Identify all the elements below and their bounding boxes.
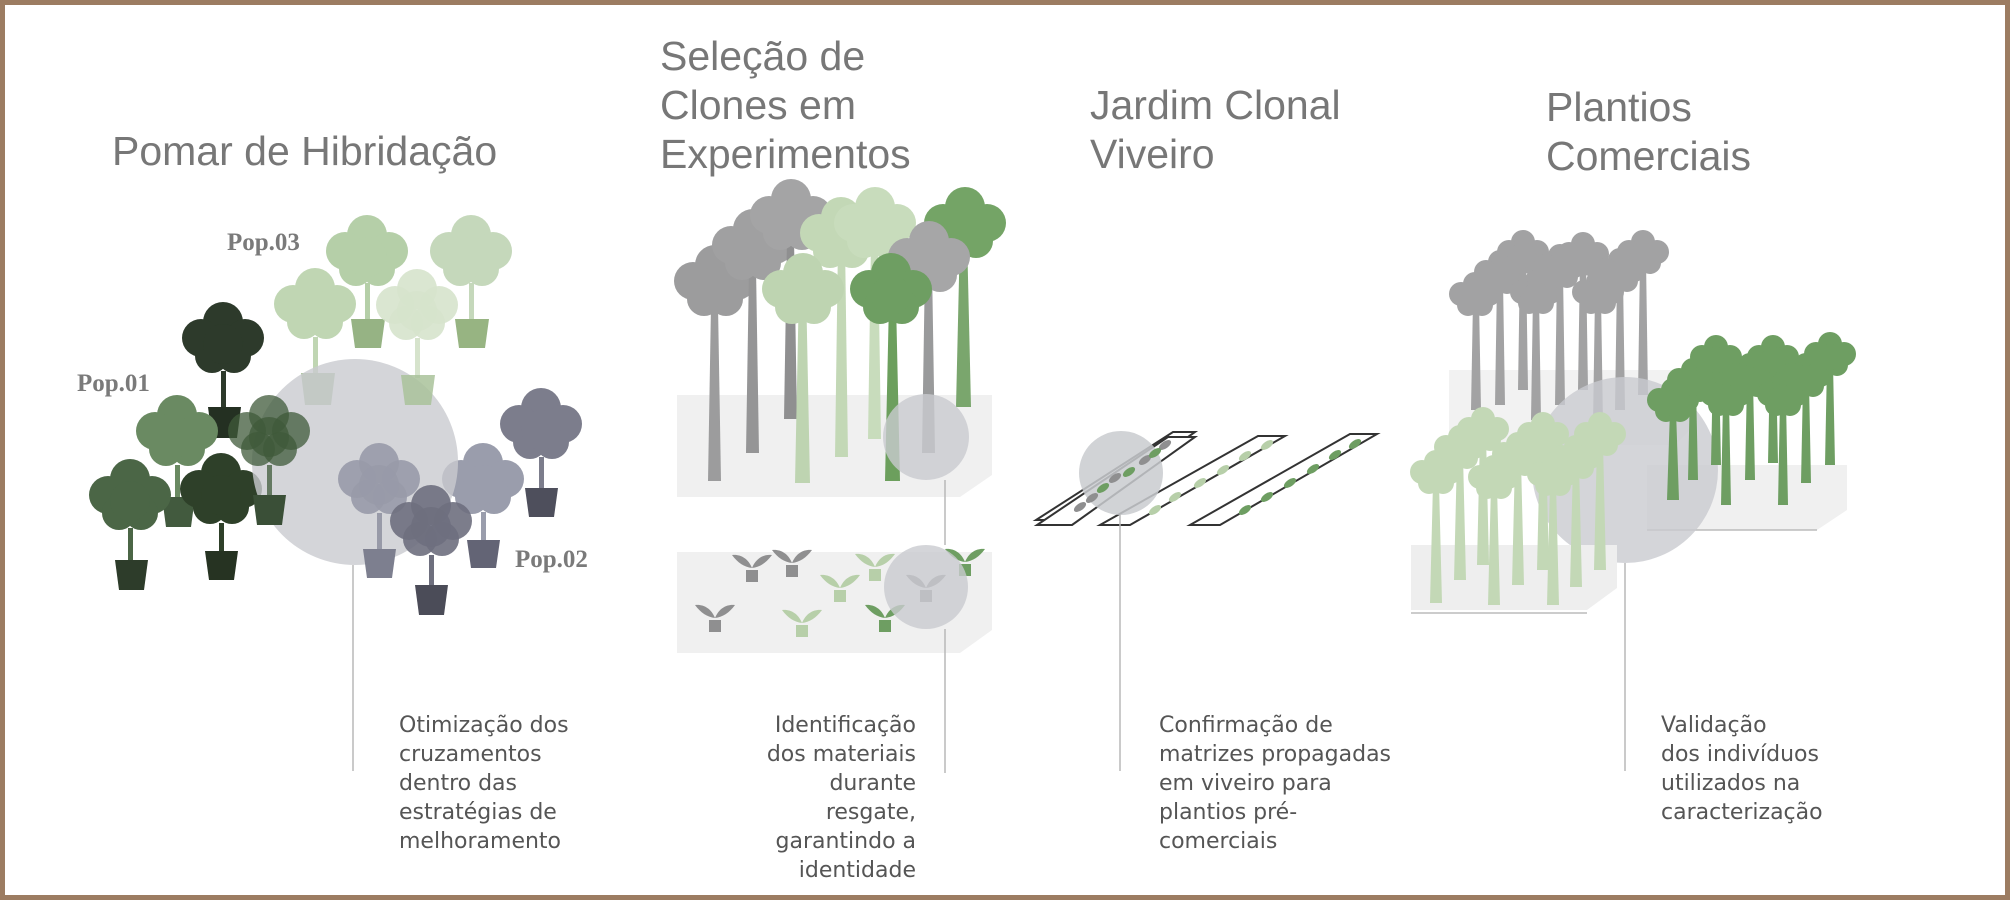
hybridization-orchard-illustration	[89, 215, 582, 771]
potted-tree-icon	[89, 459, 171, 590]
stage-description: Confirmação de matrizes propagadas em vi…	[1159, 711, 1391, 856]
highlight-circle-icon	[1079, 431, 1163, 515]
clonal-garden-illustration	[1032, 431, 1381, 771]
description-line: Confirmação de	[1159, 713, 1333, 738]
title-line: Experimentos	[660, 131, 911, 177]
tall-tree-icon	[1510, 270, 1562, 420]
stage-description: Identificação dos materiais durante resg…	[767, 711, 916, 885]
title-line: Pomar de Hibridação	[112, 128, 498, 174]
population-label: Pop.03	[227, 229, 300, 256]
tall-tree-icon	[924, 187, 1006, 407]
tall-tree-icon	[1647, 378, 1699, 500]
description-line: cruzamentos	[399, 742, 542, 767]
description-line: utilizados na	[1661, 771, 1801, 796]
tall-tree-icon	[1757, 372, 1809, 505]
stage-title: Pomar de Hibridação	[112, 127, 497, 176]
stage-title: Seleção de Clones em Experimentos	[660, 32, 911, 179]
description-line: em viveiro para	[1159, 771, 1332, 796]
title-line: Jardim Clonal	[1090, 82, 1341, 128]
potted-tree-icon	[500, 388, 582, 517]
tall-tree-icon	[762, 253, 844, 483]
title-line: Plantios	[1546, 84, 1692, 130]
description-line: identidade	[798, 858, 916, 883]
commercial-plantation-illustration	[1410, 230, 1856, 771]
tall-tree-icon	[1667, 358, 1719, 480]
description-line: dentro das	[399, 771, 517, 796]
description-line: plantios pré-	[1159, 800, 1298, 825]
tall-tree-icon	[1594, 248, 1646, 410]
potted-tree-icon	[180, 453, 262, 580]
description-line: melhoramento	[399, 829, 562, 854]
tall-tree-icon	[1804, 332, 1856, 465]
stage-description: Otimização dos cruzamentos dentro das es…	[399, 711, 569, 856]
tall-tree-icon	[1434, 425, 1486, 580]
highlight-circle-icon	[883, 394, 969, 480]
tall-tree-icon	[1410, 450, 1462, 603]
tall-tree-icon	[1780, 353, 1832, 483]
title-line: Comerciais	[1546, 133, 1752, 179]
tall-tree-icon	[712, 209, 794, 453]
description-line: Otimização dos	[399, 713, 569, 738]
population-label: Pop.02	[515, 546, 588, 573]
tall-tree-icon	[1534, 244, 1586, 405]
description-line: Identificação	[774, 713, 916, 738]
tall-tree-icon	[1617, 230, 1669, 395]
title-line: Seleção de	[660, 33, 866, 79]
description-line: dos materiais	[766, 742, 916, 767]
tall-tree-icon	[1700, 372, 1752, 505]
stage-title: Jardim Clonal Viveiro	[1090, 81, 1341, 179]
description-line: dos indivíduos	[1661, 742, 1819, 767]
potted-tree-icon	[390, 485, 472, 615]
tall-tree-icon	[674, 245, 756, 481]
stage-description: Validação dos indivíduos utilizados na c…	[1661, 711, 1823, 827]
description-line: resgate,	[825, 800, 916, 825]
tall-tree-icon	[1449, 272, 1501, 410]
description-line: caracterização	[1661, 800, 1823, 825]
description-line: comerciais	[1159, 829, 1278, 854]
description-line: garantindo a	[775, 829, 917, 854]
potted-tree-icon	[430, 215, 512, 348]
description-line: durante	[829, 771, 916, 796]
description-line: estratégias de	[399, 800, 557, 825]
title-line: Clones em	[660, 82, 856, 128]
tall-tree-icon	[1527, 452, 1579, 605]
potted-tree-icon	[136, 395, 218, 527]
gray-tree-row	[1449, 230, 1669, 425]
clone-selection-illustration	[674, 179, 1006, 773]
population-label: Pop.01	[77, 370, 150, 397]
nursery-tray-icon	[1186, 433, 1381, 526]
potted-tree-icon	[442, 443, 524, 568]
light-green-tree-row	[1410, 407, 1626, 605]
highlight-circle-icon	[884, 545, 968, 629]
green-tree-row	[1647, 332, 1856, 505]
title-line: Viveiro	[1090, 131, 1215, 177]
description-line: matrizes propagadas	[1159, 742, 1392, 767]
process-illustration: Pop.03 Pop.01 Pop.02	[77, 179, 1856, 773]
tall-tree-icon	[1468, 455, 1520, 605]
tall-tree-icon	[1724, 353, 1776, 480]
tall-tree-icon	[1574, 412, 1626, 570]
tall-tree-icon	[1550, 435, 1602, 587]
potted-tree-icon	[338, 443, 420, 578]
potted-tree-icon	[376, 269, 458, 405]
potted-tree-icon	[326, 215, 408, 348]
tall-tree-icon	[1492, 432, 1544, 585]
stage-title: Plantios Comerciais	[1546, 83, 1751, 181]
potted-tree-icon	[228, 395, 310, 525]
description-line: Validação	[1661, 713, 1767, 738]
tall-tree-icon	[1474, 250, 1526, 405]
